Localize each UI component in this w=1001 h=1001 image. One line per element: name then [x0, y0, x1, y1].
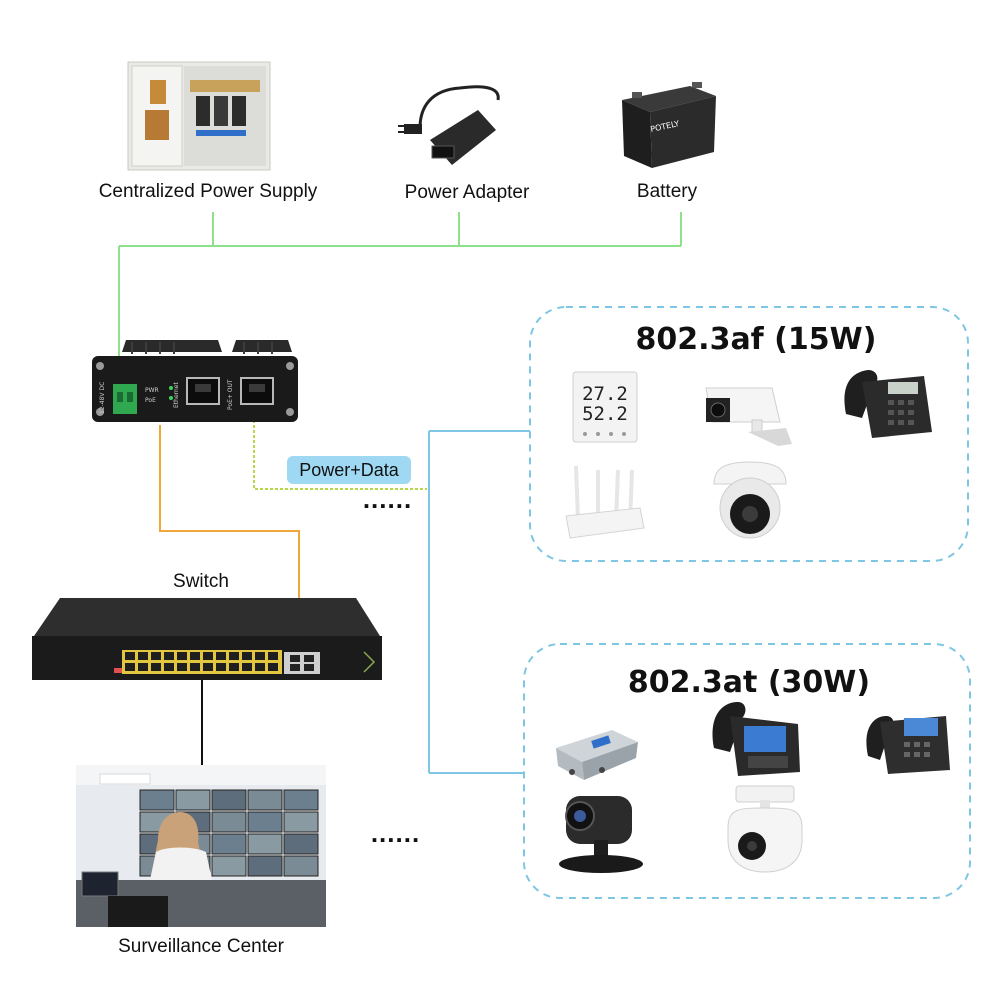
switch-port: [255, 652, 265, 660]
ip-phone-icon: [866, 716, 950, 774]
thermostat-line1: 27.2: [582, 383, 628, 405]
ptz-conference-camera-icon: [559, 796, 643, 873]
switch-port: [177, 663, 187, 671]
monitor-screen: [139, 789, 175, 811]
desk-phone-icon: [844, 370, 932, 438]
switch-port: [216, 663, 226, 671]
switch-port: [268, 652, 278, 660]
monitor-screen: [247, 811, 283, 833]
dome-camera-icon: [713, 461, 787, 539]
switch-port: [177, 652, 187, 660]
monitor-screen: [247, 833, 283, 855]
monitor-screen: [283, 811, 319, 833]
monitor-screen: [211, 811, 247, 833]
monitor-screen: [247, 789, 283, 811]
injector-label-poe-out: PoE+ OUT: [227, 379, 234, 410]
label-centralized-power-supply: Centralized Power Supply: [98, 181, 318, 202]
poe-output-line: [253, 405, 427, 490]
heading-802-3at: 802.3at (30W): [627, 665, 871, 700]
monitor-screen: [283, 855, 319, 877]
label-switch: Switch: [173, 571, 229, 592]
battery-icon: POTELY: [622, 82, 716, 168]
label-battery: Battery: [636, 181, 698, 202]
power-cabinet-icon: [127, 61, 271, 171]
thermostat-line2: 52.2: [582, 403, 628, 425]
ptz-dome-camera-icon: [727, 785, 803, 873]
switch-port: [138, 652, 148, 660]
injector-label-dc: 12-48V DC: [99, 382, 106, 414]
switch-port: [190, 652, 200, 660]
switch-port: [268, 663, 278, 671]
group-box-af: [529, 306, 969, 562]
switch-port: [242, 663, 252, 671]
monitor-screen: [211, 855, 247, 877]
switch-port: [138, 663, 148, 671]
data-uplink-line: [159, 425, 300, 650]
bullet-camera-icon: [705, 387, 792, 446]
label-power-adapter: Power Adapter: [404, 182, 530, 203]
monitor-screen: [283, 789, 319, 811]
switch-ports: [125, 652, 278, 671]
poe-injector-icon: PWR PoE Ethernet PoE+ OUT 12-48V DC: [92, 340, 298, 422]
switch-port: [125, 652, 135, 660]
wifi-router-icon: [565, 465, 645, 539]
surveillance-center-photo: [76, 765, 326, 927]
heading-802-3af: 802.3af (15W): [635, 322, 877, 357]
monitor-screen: [247, 855, 283, 877]
monitor-screen: [211, 833, 247, 855]
label-surveillance-center: Surveillance Center: [118, 936, 284, 957]
network-switch-icon: [32, 598, 382, 680]
power-data-badge: Power+Data: [287, 456, 411, 484]
switch-port: [203, 652, 213, 660]
injector-label-poe: PoE: [145, 397, 156, 404]
af-more-devices: ......: [363, 484, 412, 514]
device-link-lines: [428, 430, 530, 774]
at-more-devices: ......: [371, 818, 420, 848]
video-phone-icon: [712, 702, 800, 776]
injector-label-ethernet: Ethernet: [173, 382, 180, 408]
switch-port: [164, 652, 174, 660]
monitor-screen: [283, 833, 319, 855]
group-box-at: [523, 643, 971, 899]
switch-port: [229, 652, 239, 660]
switch-port: [125, 663, 135, 671]
switch-port: [255, 663, 265, 671]
switch-port: [203, 663, 213, 671]
switch-port: [151, 663, 161, 671]
monitor-screen: [211, 789, 247, 811]
monitor-screen: [175, 789, 211, 811]
switch-port: [242, 652, 252, 660]
switch-port: [216, 652, 226, 660]
thermostat-icon: 27.2 52.2: [572, 371, 638, 443]
signal-booster-icon: [556, 730, 638, 780]
injector-label-pwr: PWR: [145, 387, 159, 394]
switch-port: [164, 663, 174, 671]
power-adapter-icon: [398, 85, 500, 165]
switch-port: [151, 652, 161, 660]
switch-port: [229, 663, 239, 671]
switch-port: [190, 663, 200, 671]
